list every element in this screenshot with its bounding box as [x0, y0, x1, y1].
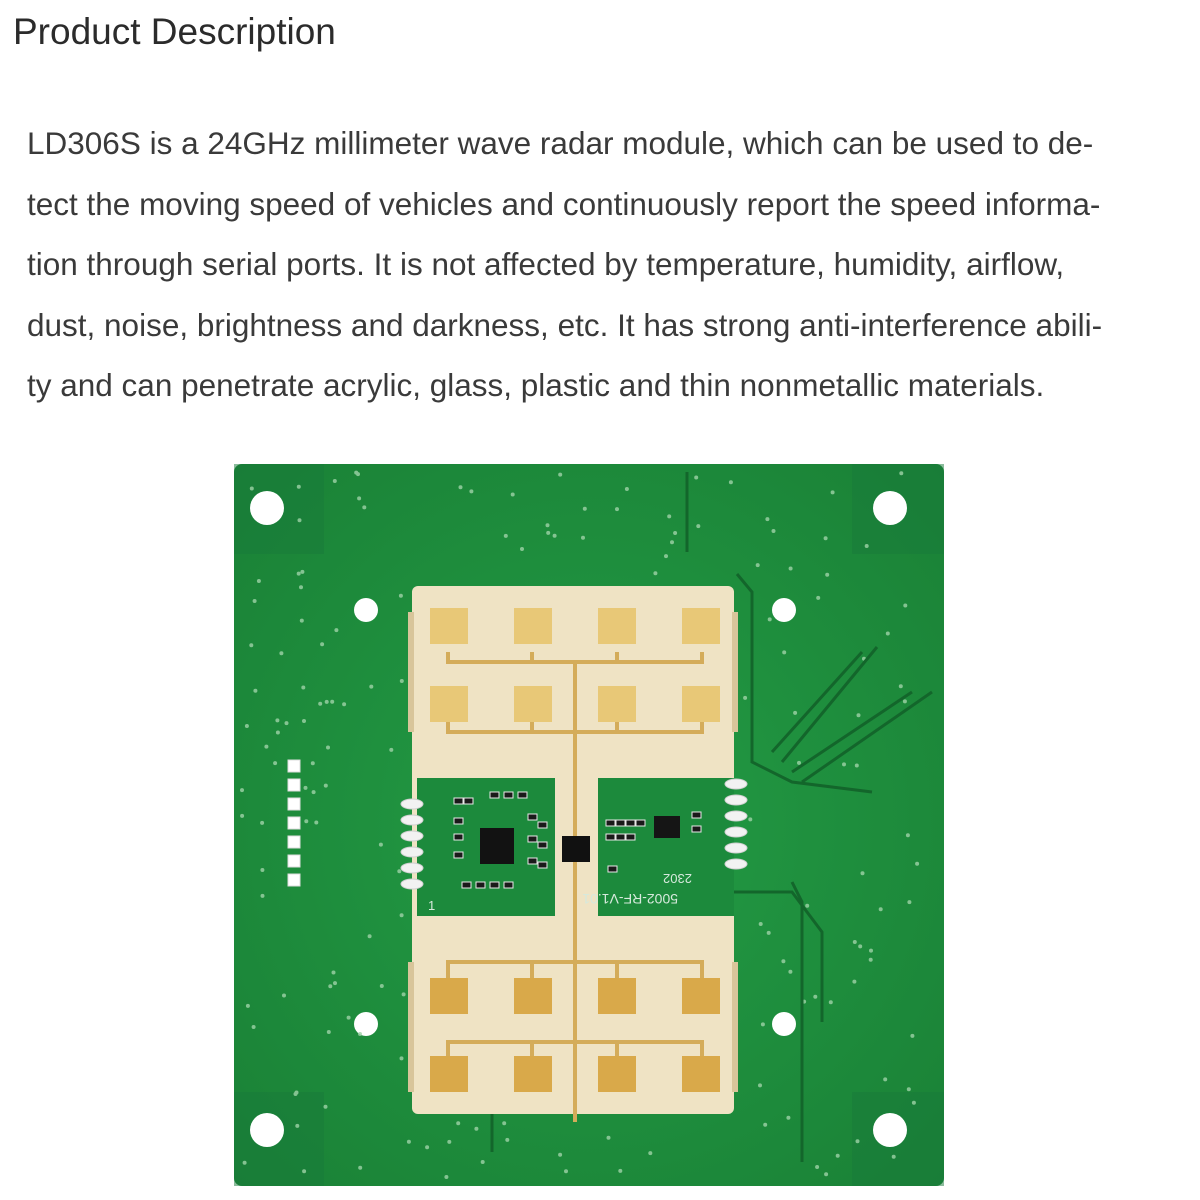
radar-module-pcb: 5002-RF-V1.01 2302 1 [234, 464, 944, 1186]
product-description: LD306S is a 24GHz millimeter wave radar … [27, 113, 1167, 416]
product-image: 5002-RF-V1.01 2302 1 [232, 462, 946, 1188]
right-component-board [598, 778, 734, 916]
traces [490, 472, 933, 1162]
antenna-patches [430, 608, 720, 1092]
description-line: tect the moving speed of vehicles and co… [27, 185, 1101, 222]
page-title: Product Description [13, 11, 336, 52]
left-ic [480, 828, 514, 864]
vias [240, 470, 920, 1179]
board-code-label: 2302 [663, 871, 692, 886]
description-line: tion through serial ports. It is not aff… [27, 246, 1065, 282]
right-ic [654, 816, 680, 838]
pin-one-marker: 1 [428, 898, 435, 913]
radar-chip [562, 836, 590, 862]
description-line: LD306S is a 24GHz millimeter wave radar … [27, 125, 1094, 161]
description-line: ty and can penetrate acrylic, glass, pla… [27, 367, 1045, 403]
mounting-holes [250, 491, 907, 1147]
smd-components [453, 791, 702, 889]
board-model-label: 5002-RF-V1.01 [582, 891, 678, 907]
description-line: dust, noise, brightness and darkness, et… [27, 306, 1103, 343]
pin-header [287, 759, 301, 887]
edge-pads [400, 778, 748, 890]
